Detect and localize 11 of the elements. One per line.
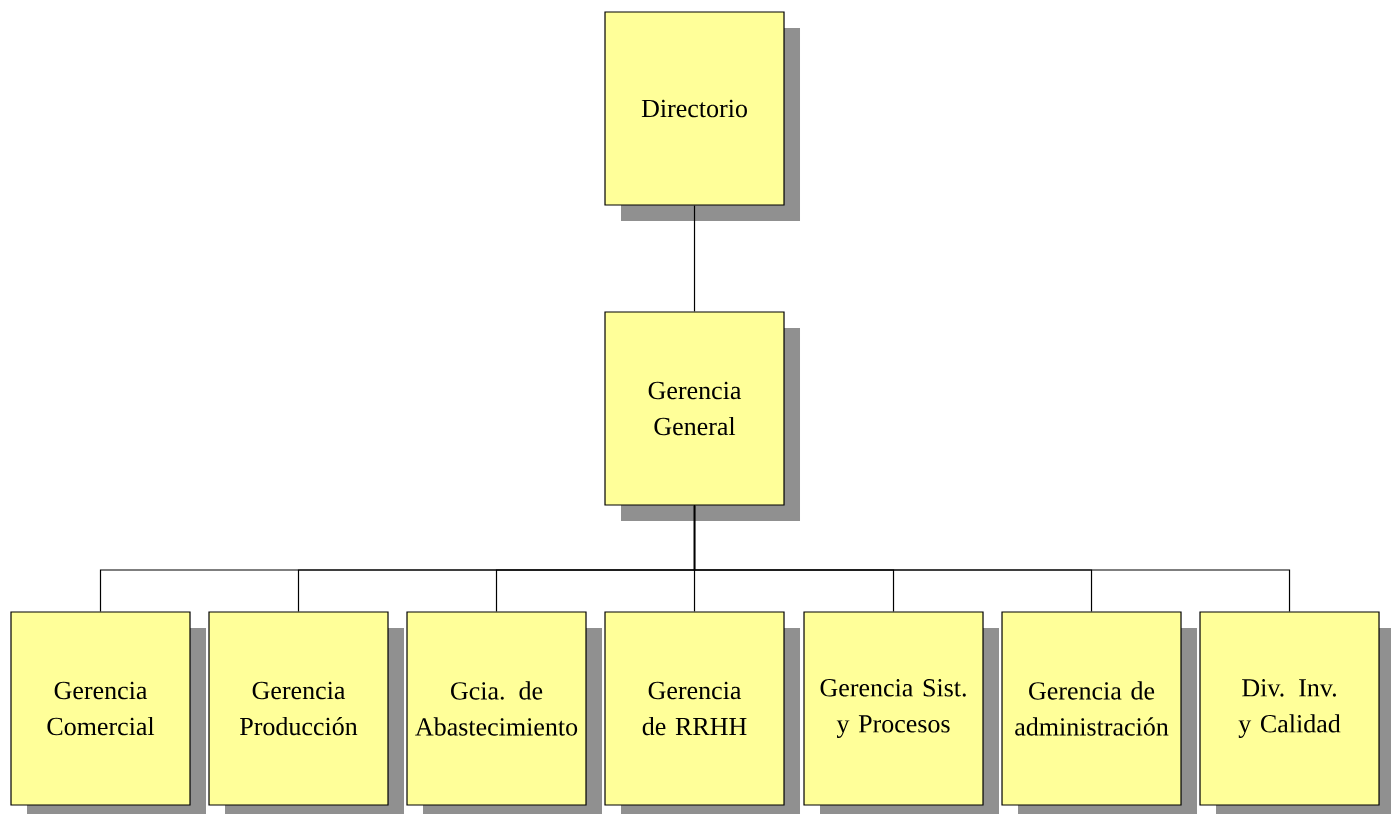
org-box: Gerencia General: [604, 311, 800, 521]
org-box: Gerencia Sist. y Procesos: [803, 611, 999, 814]
org-box: Gerencia de RRHH: [604, 611, 800, 814]
connector-line: [693, 505, 1291, 612]
org-box: Gcia. de Abastecimiento: [406, 611, 602, 814]
org-box: Gerencia de administración: [1001, 611, 1197, 814]
org-box: Gerencia Producción: [208, 611, 404, 814]
org-box: Gerencia Comercial: [10, 611, 206, 814]
org-box: Directorio: [604, 11, 800, 221]
connector-line: [693, 205, 696, 312]
org-box: Div. Inv. y Calidad: [1199, 611, 1391, 814]
